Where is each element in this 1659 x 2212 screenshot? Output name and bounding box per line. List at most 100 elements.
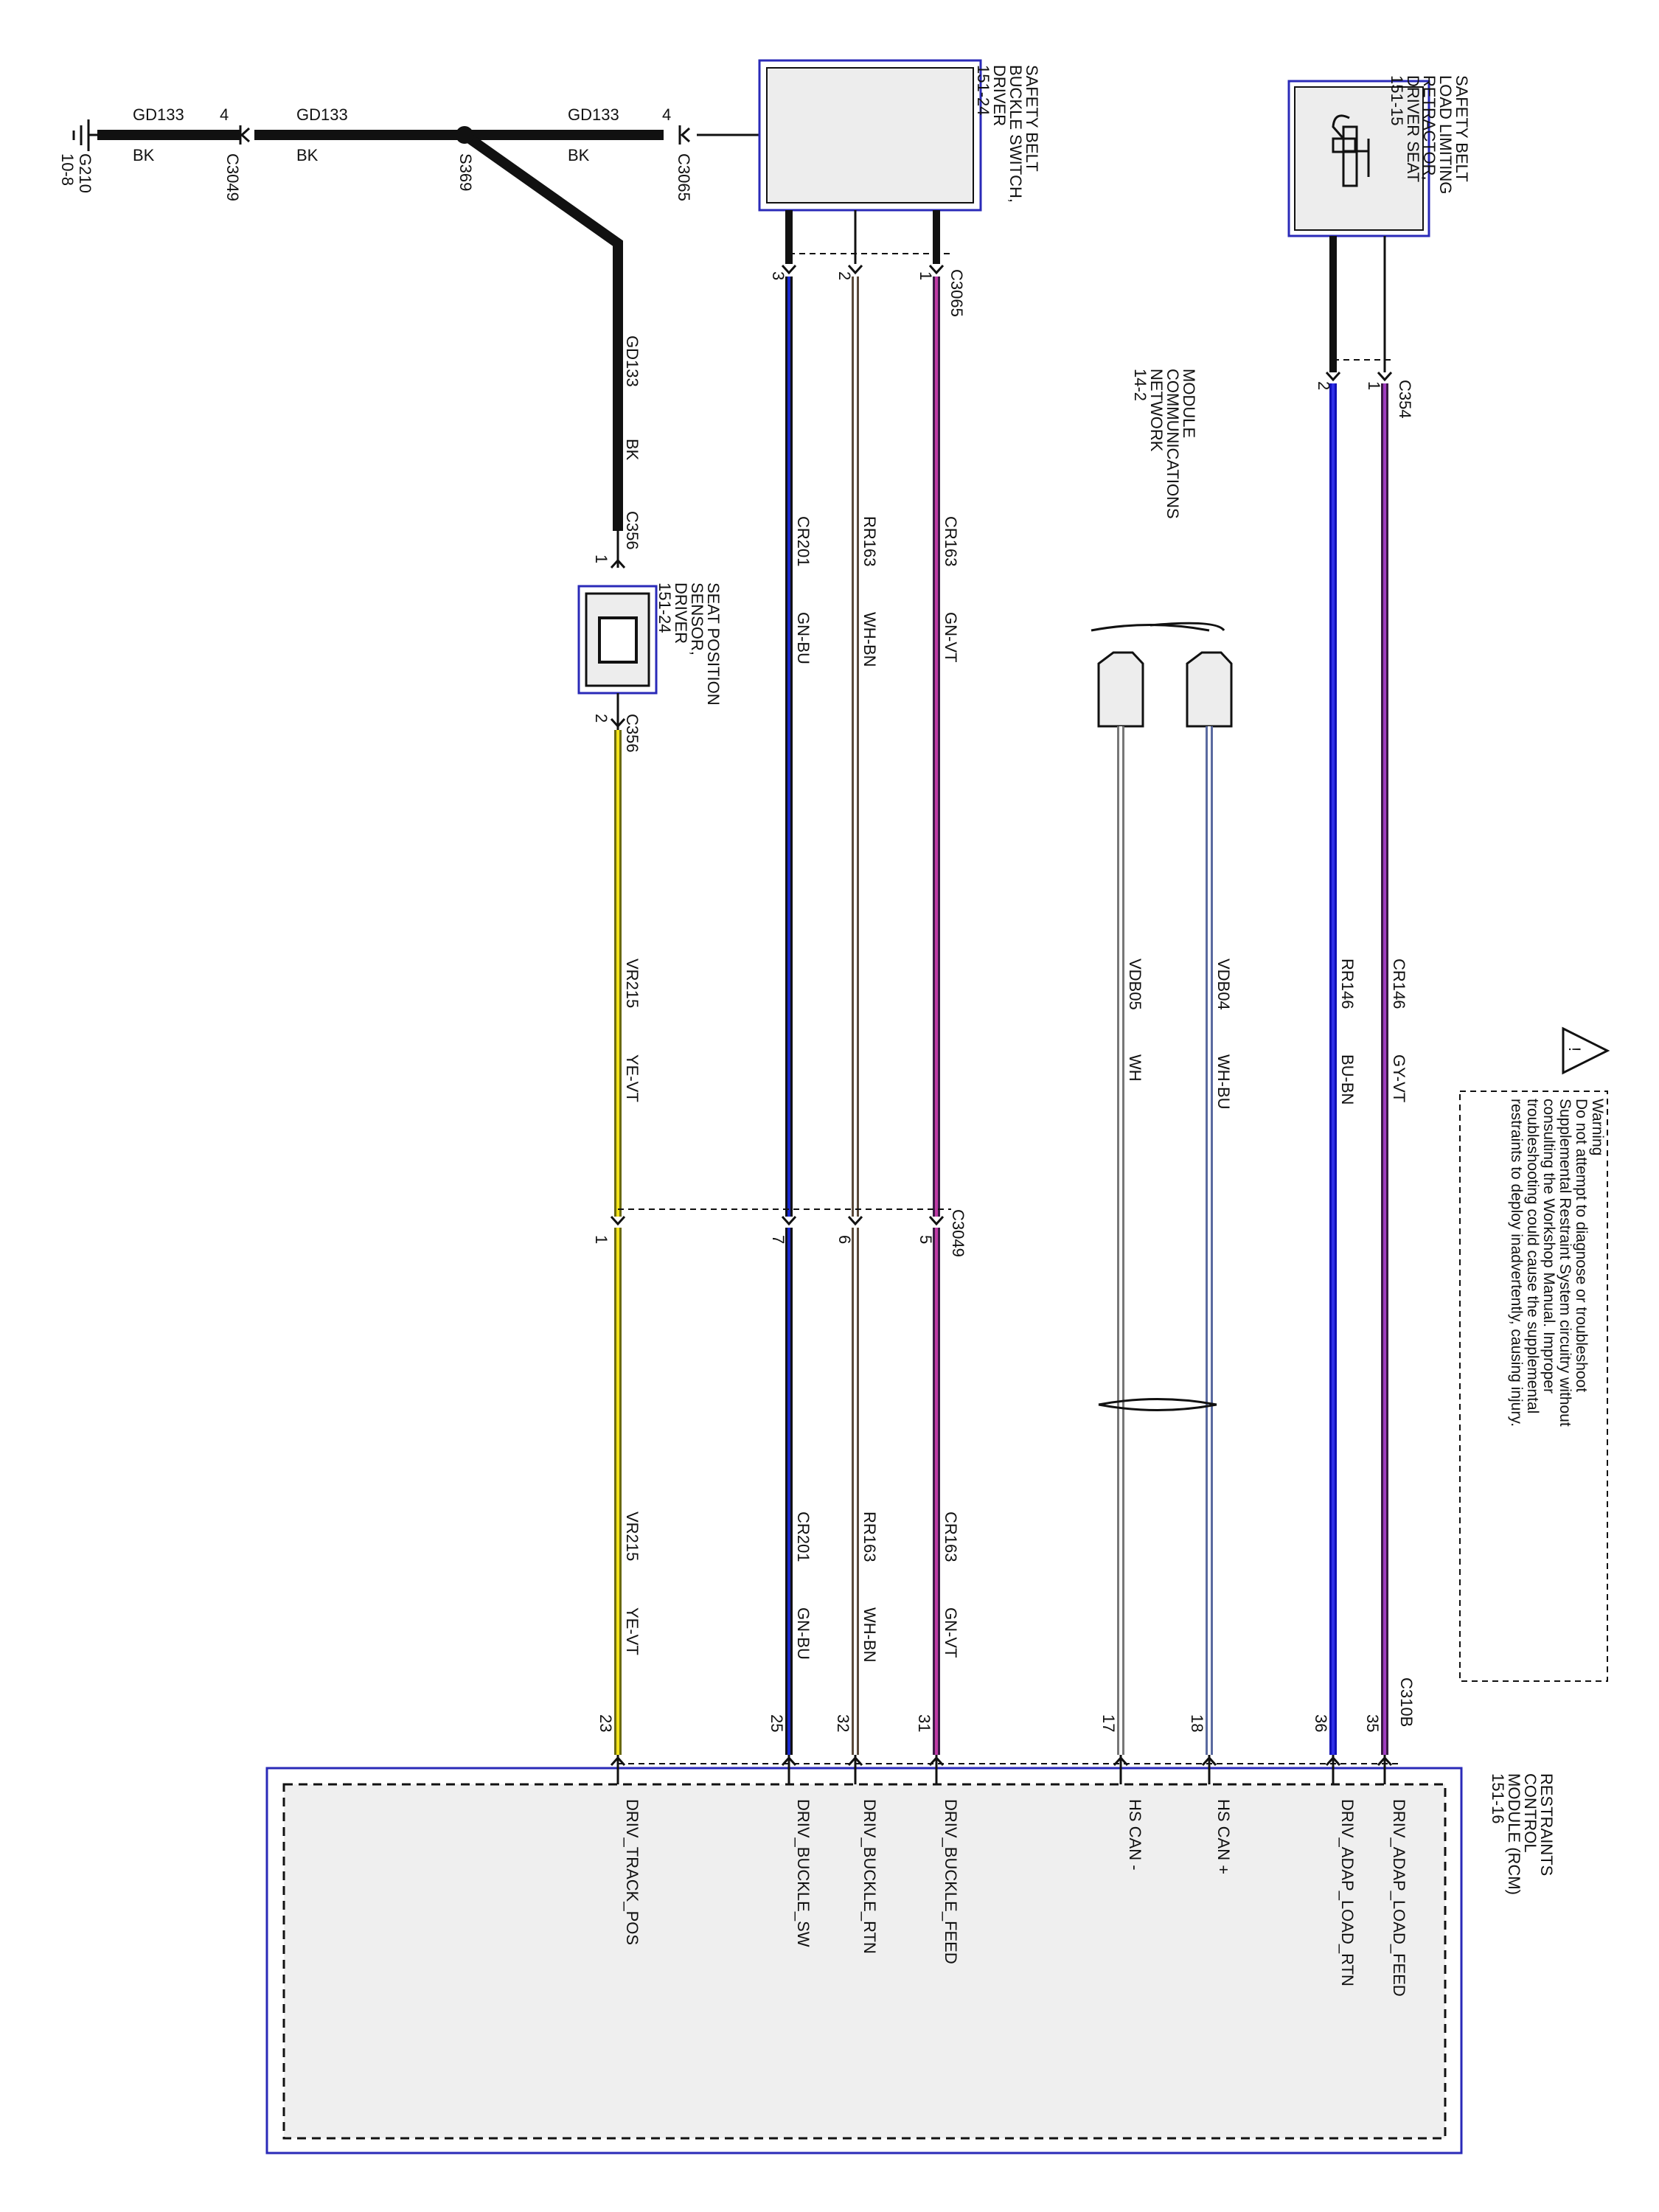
module-network: MODULE COMMUNICATIONS NETWORK 14-2	[1091, 369, 1233, 728]
retractor-label-1: SAFETY BELT	[1453, 75, 1471, 182]
network-connector-icon-2	[1186, 651, 1233, 728]
c354-connector-label: C354	[1396, 380, 1414, 419]
gd133-label-4: GD133	[623, 335, 641, 387]
rcm-pin-number: 17	[1099, 1714, 1118, 1732]
wire-circuit-label: RR146	[1338, 959, 1357, 1009]
pin-arrow-icon	[1325, 1756, 1341, 1767]
warning-line-2: Do not attempt to diagnose or troublesho…	[1573, 1099, 1590, 1392]
splice-label: S369	[456, 153, 475, 191]
network-label-4: 14-2	[1131, 369, 1150, 401]
warning-triangle-icon	[1562, 1026, 1610, 1075]
c3049-pin1-arrow-icon	[610, 1215, 626, 1225]
seat-sensor-label-1: SEAT POSITION	[704, 582, 723, 706]
rcm-module: RESTRAINTS CONTROL MODULE (RCM) 151-16 C…	[265, 1677, 1556, 2154]
pin-arrow-icon	[781, 1756, 797, 1767]
c3065-pin1: 1	[917, 271, 935, 280]
wire-circuit-label: RR163	[860, 516, 879, 566]
bk-label-4: BK	[623, 439, 641, 461]
wire-circuit-label: RR163	[860, 1512, 879, 1562]
wire-circuit-label: VDB04	[1214, 959, 1233, 1010]
c3049-connector-label: C3049	[949, 1209, 967, 1257]
rcm-pin-number: 23	[597, 1714, 615, 1732]
c3049-pin6-arrow-icon	[847, 1215, 863, 1225]
pin-arrow-icon	[1377, 1756, 1393, 1767]
wire-color-label: WH-BN	[860, 1607, 879, 1663]
warning-line-4: consulting the Workshop Manual. Improper	[1540, 1099, 1557, 1394]
rcm-signal-name: DRIV_ADAP_LOAD_FEED	[1390, 1799, 1408, 1997]
rcm-signal-name: DRIV_BUCKLE_RTN	[860, 1799, 879, 1954]
retractor-label-3: RETRACTOR,	[1420, 75, 1439, 181]
buckle-switch-label-2: BUCKLE SWITCH,	[1006, 65, 1025, 203]
wire-circuit-label: VR215	[623, 1512, 641, 1561]
wire-color-label: WH-BU	[1214, 1054, 1233, 1110]
buckle-switch-label-4: 151-24	[974, 65, 992, 116]
warning-line-5: troubleshooting could cause the suppleme…	[1524, 1099, 1541, 1413]
wire-color-label: GY-VT	[1390, 1054, 1408, 1102]
rcm-signal-name: DRIV_BUCKLE_FEED	[942, 1799, 960, 1964]
c3065-label-top: C3065	[675, 153, 693, 201]
warning-line-3: Supplemental Restraint System circuitry …	[1557, 1099, 1573, 1427]
wire-layer: CR163GN-VTCR163GN-VTRR163WH-BNRR163WH-BN…	[614, 276, 1408, 1755]
c356-pin2: 2	[592, 714, 611, 723]
splice-dot	[456, 126, 473, 144]
wire-color-label: GN-BU	[794, 1607, 813, 1660]
network-connector-icon-1	[1097, 651, 1144, 728]
ground-name: G210	[76, 153, 94, 193]
warning-line-1: Warning	[1589, 1099, 1606, 1155]
wire-circuit-label: CR201	[794, 1512, 813, 1562]
retractor-label-4: DRIVER SEAT	[1404, 75, 1422, 182]
wire-color-label: YE-VT	[623, 1607, 641, 1655]
c3065-pin3: 3	[769, 271, 787, 280]
c3049-label-top: C3049	[223, 153, 242, 201]
c3049-connector: C3049 1 7 6 5	[592, 1208, 967, 1257]
buckle-switch: SAFETY BELT BUCKLE SWITCH, DRIVER 151-24…	[758, 59, 1041, 317]
rcm-pin-number: 36	[1312, 1714, 1330, 1732]
wire-color-label: GN-BU	[794, 612, 813, 664]
retractor-label-5: 151-15	[1388, 75, 1406, 126]
c3049-pin5-arrow-icon	[928, 1215, 945, 1225]
buckle-switch-label-3: DRIVER	[990, 65, 1009, 126]
ground-icon	[72, 119, 97, 151]
c3049-pin1: 1	[592, 1235, 611, 1244]
rcm-pin-number: 32	[834, 1714, 852, 1732]
pin-arrow-icon	[1201, 1756, 1217, 1767]
c3065-pin2: 2	[835, 271, 854, 280]
wire-color-label: YE-VT	[623, 1054, 641, 1102]
rcm-pin-number: 31	[915, 1714, 933, 1732]
warning-line-6: restraints to deploy inadvertently, caus…	[1508, 1099, 1525, 1427]
seat-position-sensor: SEAT POSITION SENSOR, DRIVER 151-24 C356…	[577, 582, 723, 753]
pin-arrow-icon	[610, 1756, 626, 1767]
wire-circuit-label: VDB05	[1126, 959, 1144, 1010]
pin-arrow-icon	[1113, 1756, 1129, 1767]
wire-color-label: WH	[1126, 1054, 1144, 1082]
c3065-connector-label: C3065	[947, 269, 966, 317]
c3049-arrow-icon	[240, 127, 251, 143]
wire-color-label: BU-BN	[1338, 1054, 1357, 1105]
wire-color-label: WH-BN	[860, 612, 879, 667]
rcm-signal-name: DRIV_BUCKLE_SW	[794, 1799, 813, 1947]
rcm-signal-name: HS CAN -	[1126, 1799, 1144, 1871]
seat-sensor-label-2: SENSOR,	[688, 582, 706, 655]
ground-ref: 10-8	[58, 153, 77, 186]
rcm-label-2: CONTROL	[1521, 1773, 1540, 1853]
rcm-pin-number: 18	[1188, 1714, 1206, 1732]
can-twist-icon	[1098, 1398, 1217, 1411]
c354-pin2: 2	[1315, 381, 1333, 390]
gd133-label-2: GD133	[296, 105, 348, 124]
c356-pin1-label: 1	[592, 554, 611, 563]
pin-arrow-icon	[847, 1756, 863, 1767]
gd133-label-3: GD133	[568, 105, 619, 124]
rcm-pin-number: 25	[768, 1714, 786, 1732]
wire-color-label: GN-VT	[942, 612, 960, 662]
wire-color-label: GN-VT	[942, 1607, 960, 1658]
pin-4-label-1: 4	[220, 105, 229, 124]
